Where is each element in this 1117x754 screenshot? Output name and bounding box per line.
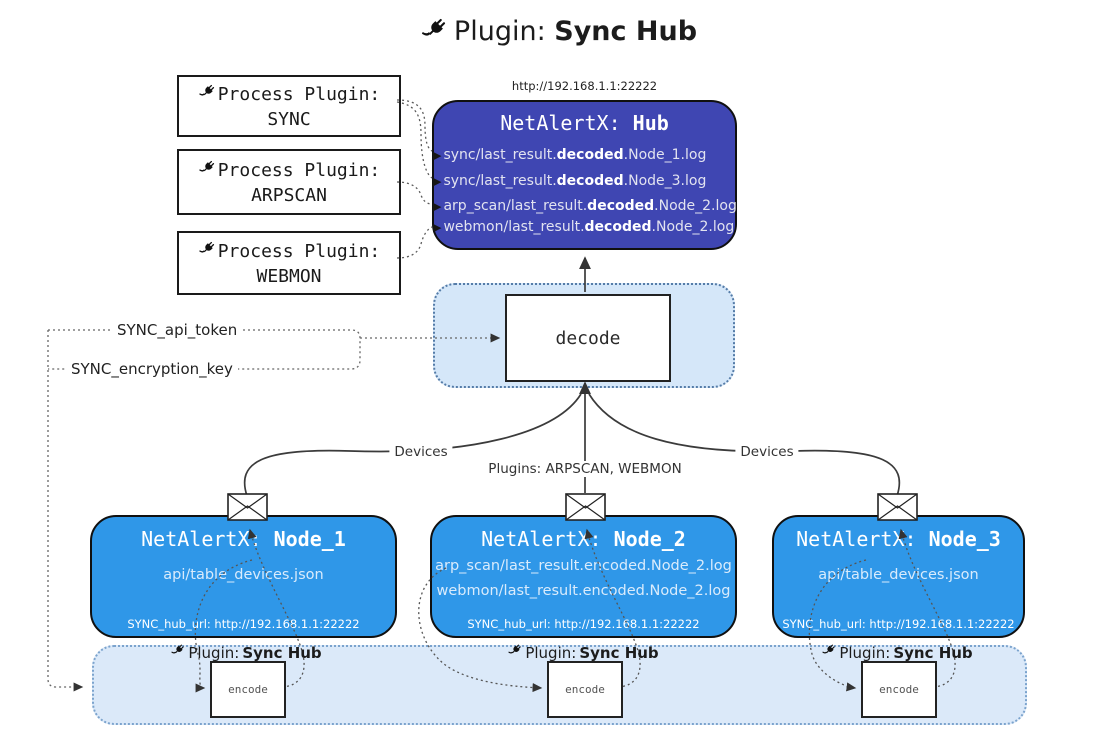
- title-bold: Sync Hub: [554, 16, 698, 47]
- arrow-right-icon: ▶: [433, 149, 442, 162]
- node-hub-url: SYNC_hub_url: http://192.168.1.1:22222: [782, 617, 1015, 631]
- edge-arpscan-to-hub-line3: [396, 181, 433, 205]
- hub-log-line: ▶sync/last_result.decoded.Node_3.log: [433, 173, 707, 189]
- node-file-line: api/table_devices.json: [163, 567, 324, 583]
- hub-title: NetAlertX: Hub: [500, 111, 669, 135]
- arrow-right-icon: ▶: [433, 200, 442, 213]
- process-plugin-box-arpscan: Process Plugin: ARPSCAN: [177, 149, 401, 215]
- process-plugin-label: Process Plugin:: [217, 159, 381, 181]
- arrow-right-icon: ▶: [433, 175, 442, 188]
- edge-sync-to-hub-line1: [396, 99, 433, 152]
- process-plugin-box-sync: Process Plugin: SYNC: [177, 75, 401, 137]
- edge-label-devices-right: Devices: [735, 444, 799, 460]
- hub-log-line: ▶webmon/last_result.decoded.Node_2.log: [433, 219, 735, 235]
- edge-label-devices-left: Devices: [389, 444, 453, 460]
- plug-icon: [198, 83, 216, 106]
- plug-icon: [198, 159, 216, 182]
- envelope-icon: [565, 493, 606, 525]
- node-box-node1: NetAlertX: Node_1 api/table_devices.json…: [90, 515, 397, 638]
- plug-icon: [170, 643, 185, 662]
- node-box-node2: NetAlertX: Node_2 arp_scan/last_result.e…: [430, 515, 737, 638]
- hub-log-line: ▶arp_scan/last_result.decoded.Node_2.log: [433, 198, 737, 214]
- encode-box: encode: [861, 661, 937, 718]
- node-title: NetAlertX: Node_2: [481, 527, 686, 551]
- node-file-line: webmon/last_result.encoded.Node_2.log: [436, 583, 731, 599]
- hub-box: NetAlertX: Hub ▶sync/last_result.decoded…: [432, 100, 737, 250]
- process-plugin-name: WEBMON: [256, 265, 322, 287]
- plug-icon: [507, 643, 522, 662]
- node-title: NetAlertX: Node_3: [796, 527, 1001, 551]
- process-plugin-box-webmon: Process Plugin: WEBMON: [177, 231, 401, 295]
- decode-box: decode: [505, 294, 671, 382]
- token-label-key: SYNC_encryption_key: [66, 360, 238, 378]
- plug-icon: [198, 240, 216, 263]
- edge-label-plugins: Plugins: ARPSCAN, WEBMON: [483, 461, 687, 477]
- node-box-node3: NetAlertX: Node_3 api/table_devices.json…: [772, 515, 1025, 638]
- envelope-icon: [227, 493, 268, 525]
- encoder-label: Plugin: Sync Hub: [170, 643, 322, 662]
- encode-box: encode: [210, 661, 286, 718]
- node-hub-url: SYNC_hub_url: http://192.168.1.1:22222: [127, 617, 360, 631]
- arrow-right-icon: ▶: [433, 221, 442, 234]
- hub-log-line: ▶sync/last_result.decoded.Node_1.log: [433, 147, 707, 163]
- title-prefix: Plugin:: [453, 16, 555, 47]
- encoder-label: Plugin: Sync Hub: [821, 643, 973, 662]
- process-plugin-label: Process Plugin:: [217, 83, 381, 105]
- edge-sync-to-hub-line2: [396, 101, 433, 179]
- envelope-icon: [877, 493, 918, 525]
- node-file-line: api/table_devices.json: [818, 567, 979, 583]
- process-plugin-name: SYNC: [267, 108, 311, 130]
- node-hub-url: SYNC_hub_url: http://192.168.1.1:22222: [467, 617, 700, 631]
- page-title: Plugin: Sync Hub: [0, 16, 1117, 51]
- edge-token-to-band: [47, 330, 84, 692]
- edge-webmon-to-hub-line4: [396, 226, 433, 259]
- encoder-label: Plugin: Sync Hub: [507, 643, 659, 662]
- node-file-line: arp_scan/last_result.encoded.Node_2.log: [435, 558, 732, 574]
- plug-icon: [821, 643, 836, 662]
- plug-icon: [420, 16, 448, 51]
- hub-url-label: http://192.168.1.1:22222: [511, 79, 658, 93]
- encode-box: encode: [547, 661, 623, 718]
- process-plugin-label: Process Plugin:: [217, 240, 381, 262]
- token-label-api: SYNC_api_token: [112, 321, 243, 339]
- node-title: NetAlertX: Node_1: [141, 527, 346, 551]
- process-plugin-name: ARPSCAN: [251, 184, 327, 206]
